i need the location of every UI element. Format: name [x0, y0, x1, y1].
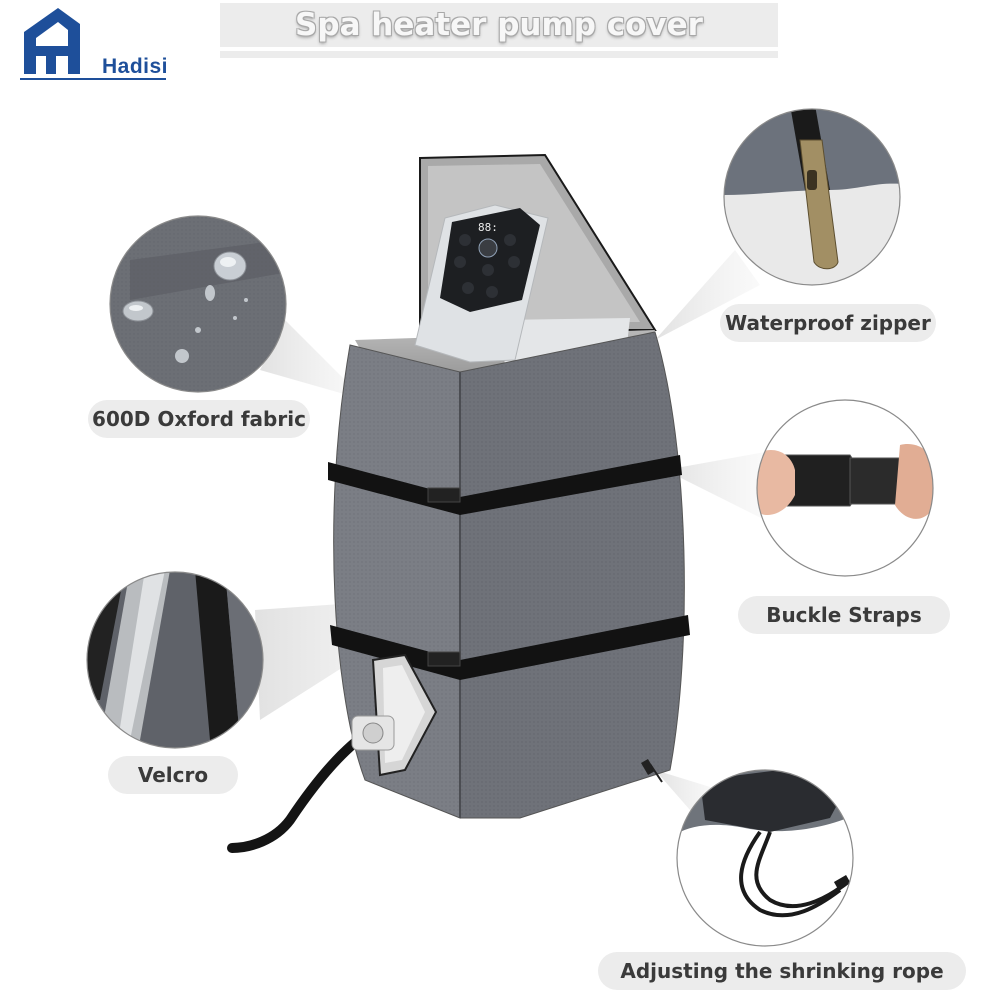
brand-logo: Hadisi: [18, 6, 168, 82]
label-fabric: 600D Oxford fabric: [88, 400, 310, 438]
zipper-detail-circle: [723, 108, 901, 286]
label-rope: Adjusting the shrinking rope: [598, 952, 966, 990]
pump-cover: 88:: [328, 153, 690, 819]
page-title: Spa heater pump cover: [295, 7, 703, 43]
label-zipper: Waterproof zipper: [720, 304, 936, 342]
brand-logo-mark-icon: [24, 8, 80, 74]
title-banner: Spa heater pump cover: [220, 3, 778, 47]
remote-control: 88:: [414, 204, 549, 363]
label-buckle: Buckle Straps: [738, 596, 950, 634]
label-velcro: Velcro: [108, 756, 238, 794]
fabric-detail-circle: [109, 215, 287, 393]
hose: [227, 725, 377, 853]
drawstring-detail-circle: [676, 769, 854, 947]
lower-strap: [330, 615, 690, 680]
buckle-detail-circle: [756, 399, 934, 577]
brand-underline: [20, 78, 166, 80]
brand-name: Hadisi: [102, 55, 169, 78]
velcro-detail-circle: [86, 571, 264, 749]
title-underline: [220, 51, 778, 58]
upper-strap: [328, 455, 682, 515]
remote-display: 88:: [478, 221, 498, 234]
